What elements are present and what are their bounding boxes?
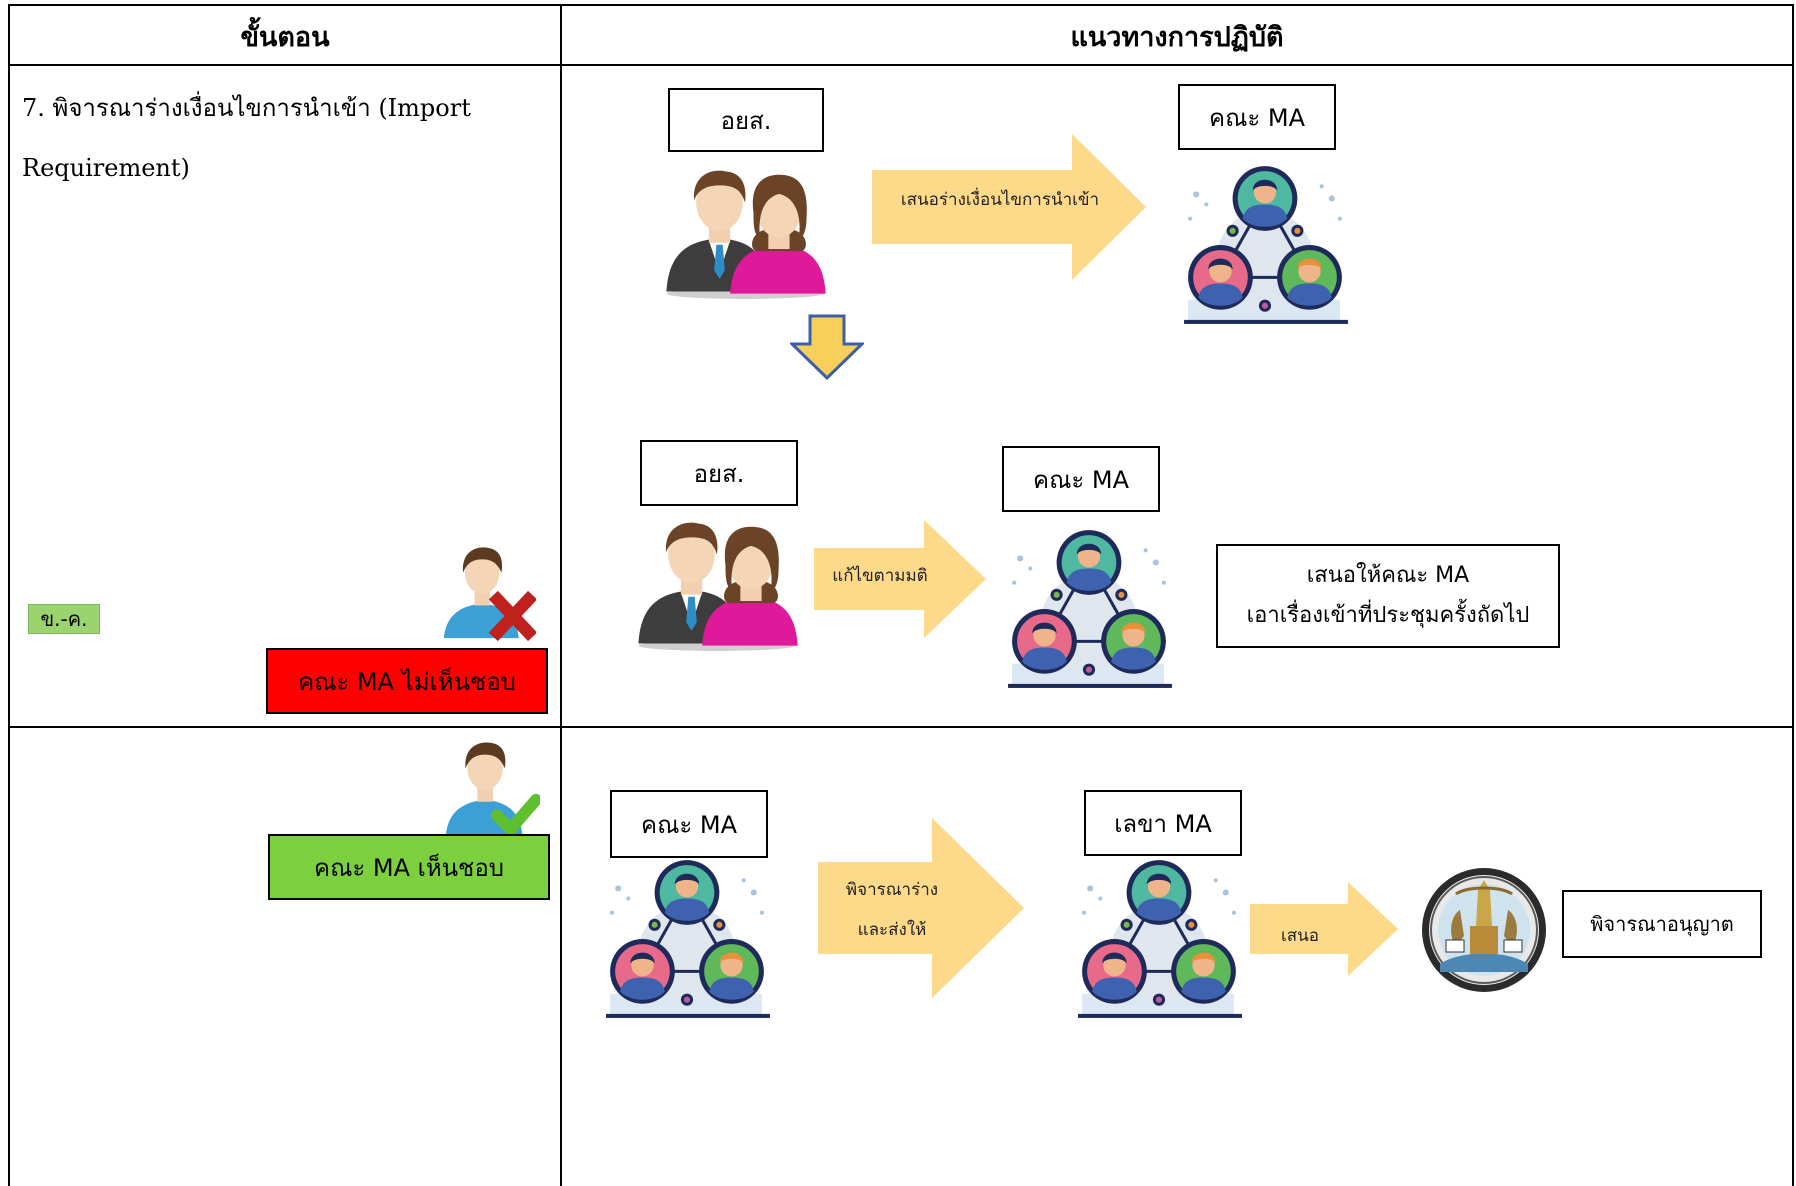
royal-seal-icon xyxy=(1422,868,1546,992)
review-arrow-label-line1: พิจารณาร่าง xyxy=(845,880,939,900)
propose-arrow xyxy=(1250,882,1398,976)
step-title-line2: Requirement) xyxy=(22,154,190,182)
review-arrow-label-line2: และส่งให้ xyxy=(857,920,927,940)
note-line2: เอาเรื่องเข้าที่ประชุมครั้งถัดไป xyxy=(1246,603,1530,628)
secretary-label-box: เลขา MA xyxy=(1084,790,1242,856)
column-header-step: ขั้นตอน xyxy=(240,21,330,53)
propose-arrow-label: เสนอ xyxy=(1280,926,1320,946)
status-rejected: คณะ MA ไม่เห็นชอบ xyxy=(266,648,548,714)
committee-label-box: คณะ MA xyxy=(1002,446,1160,512)
column-header-practice: แนวทางการปฏิบัติ xyxy=(1070,21,1284,53)
status-approved: คณะ MA เห็นชอบ xyxy=(268,834,550,900)
couple-icon xyxy=(660,162,830,300)
user-approve-icon xyxy=(442,736,540,836)
committee-label-box: คณะ MA xyxy=(1178,84,1336,150)
actor-label-box: อยส. xyxy=(668,88,824,152)
final-approval-box: พิจารณาอนุญาต xyxy=(1562,890,1762,958)
committee-label-box: คณะ MA xyxy=(610,790,768,858)
step-title: 7. พิจารณาร่างเงื่อนไขการนำเข้า (Import … xyxy=(22,78,542,198)
team-network-icon xyxy=(602,852,774,1024)
team-network-icon xyxy=(1074,852,1246,1024)
submit-arrow-label: เสนอร่างเงื่อนไขการนำเข้า xyxy=(900,190,1100,210)
next-meeting-note: เสนอให้คณะ MA เอาเรื่องเข้าที่ประชุมครั้… xyxy=(1216,544,1560,648)
step-title-line1: 7. พิจารณาร่างเงื่อนไขการนำเข้า (Import xyxy=(22,94,471,122)
actor-label-box: อยส. xyxy=(640,440,798,506)
note-line1: เสนอให้คณะ MA xyxy=(1306,563,1470,588)
revise-arrow xyxy=(814,520,986,638)
review-arrow-label: พิจารณาร่าง และส่งให้ xyxy=(822,870,962,950)
team-network-icon xyxy=(1004,522,1176,694)
user-reject-icon xyxy=(440,540,536,642)
down-arrow-icon xyxy=(790,314,864,380)
revise-arrow-label: แก้ไขตามมติ xyxy=(832,566,928,586)
section-tag: ข.-ค. xyxy=(28,604,100,634)
couple-icon xyxy=(632,514,802,652)
team-network-icon xyxy=(1180,158,1352,330)
review-arrow xyxy=(818,818,1024,998)
submit-arrow xyxy=(872,134,1146,280)
